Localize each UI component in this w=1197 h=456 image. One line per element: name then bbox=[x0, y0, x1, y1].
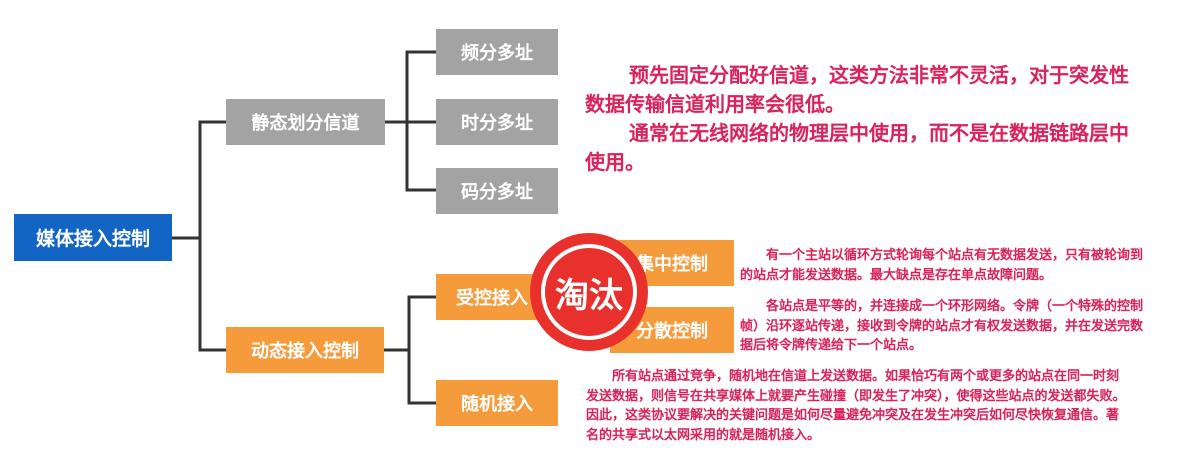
random-access-node: 随机接入 bbox=[436, 380, 558, 426]
fdma-node: 频分多址 bbox=[436, 29, 558, 75]
connector-dynamic bbox=[384, 295, 436, 405]
distributed-control-note: 各站点是平等的，并连接成一个环形网络。令牌（一个特殊的控制帧）沿环逐站传递，接收… bbox=[740, 299, 1144, 353]
stamp-ring bbox=[541, 244, 637, 340]
stamp-label: 淘汰 bbox=[555, 275, 623, 316]
dynamic-access-node: 动态接入控制 bbox=[226, 327, 384, 373]
static-channel-node: 静态划分信道 bbox=[226, 99, 385, 145]
tdma-node: 时分多址 bbox=[436, 99, 558, 145]
static-note-line-2: 通常在无线网络的物理层中使用，而不是在数据链路层中使用。 bbox=[585, 121, 1129, 174]
connector-static bbox=[385, 50, 436, 192]
eliminated-stamp: 淘汰 bbox=[530, 233, 648, 351]
random-access-note: 所有站点通过竞争，随机地在信道上发送数据。如果恰巧有两个或更多的站点在同一时刻发… bbox=[586, 369, 1126, 443]
static-note: 预先固定分配好信道，这类方法非常不灵活，对于突发性数据传输信道利用率会很低。 通… bbox=[585, 61, 1145, 177]
cdma-node: 码分多址 bbox=[436, 168, 558, 214]
centralized-control-note: 有一个主站以循环方式轮询每个站点有无数据发送，只有被轮询到的站点才能发送数据。最… bbox=[740, 248, 1144, 283]
static-note-line-1: 预先固定分配好信道，这类方法非常不灵活，对于突发性数据传输信道利用率会很低。 bbox=[585, 63, 1129, 116]
connector-root bbox=[172, 120, 226, 352]
root-node: 媒体接入控制 bbox=[14, 214, 172, 261]
